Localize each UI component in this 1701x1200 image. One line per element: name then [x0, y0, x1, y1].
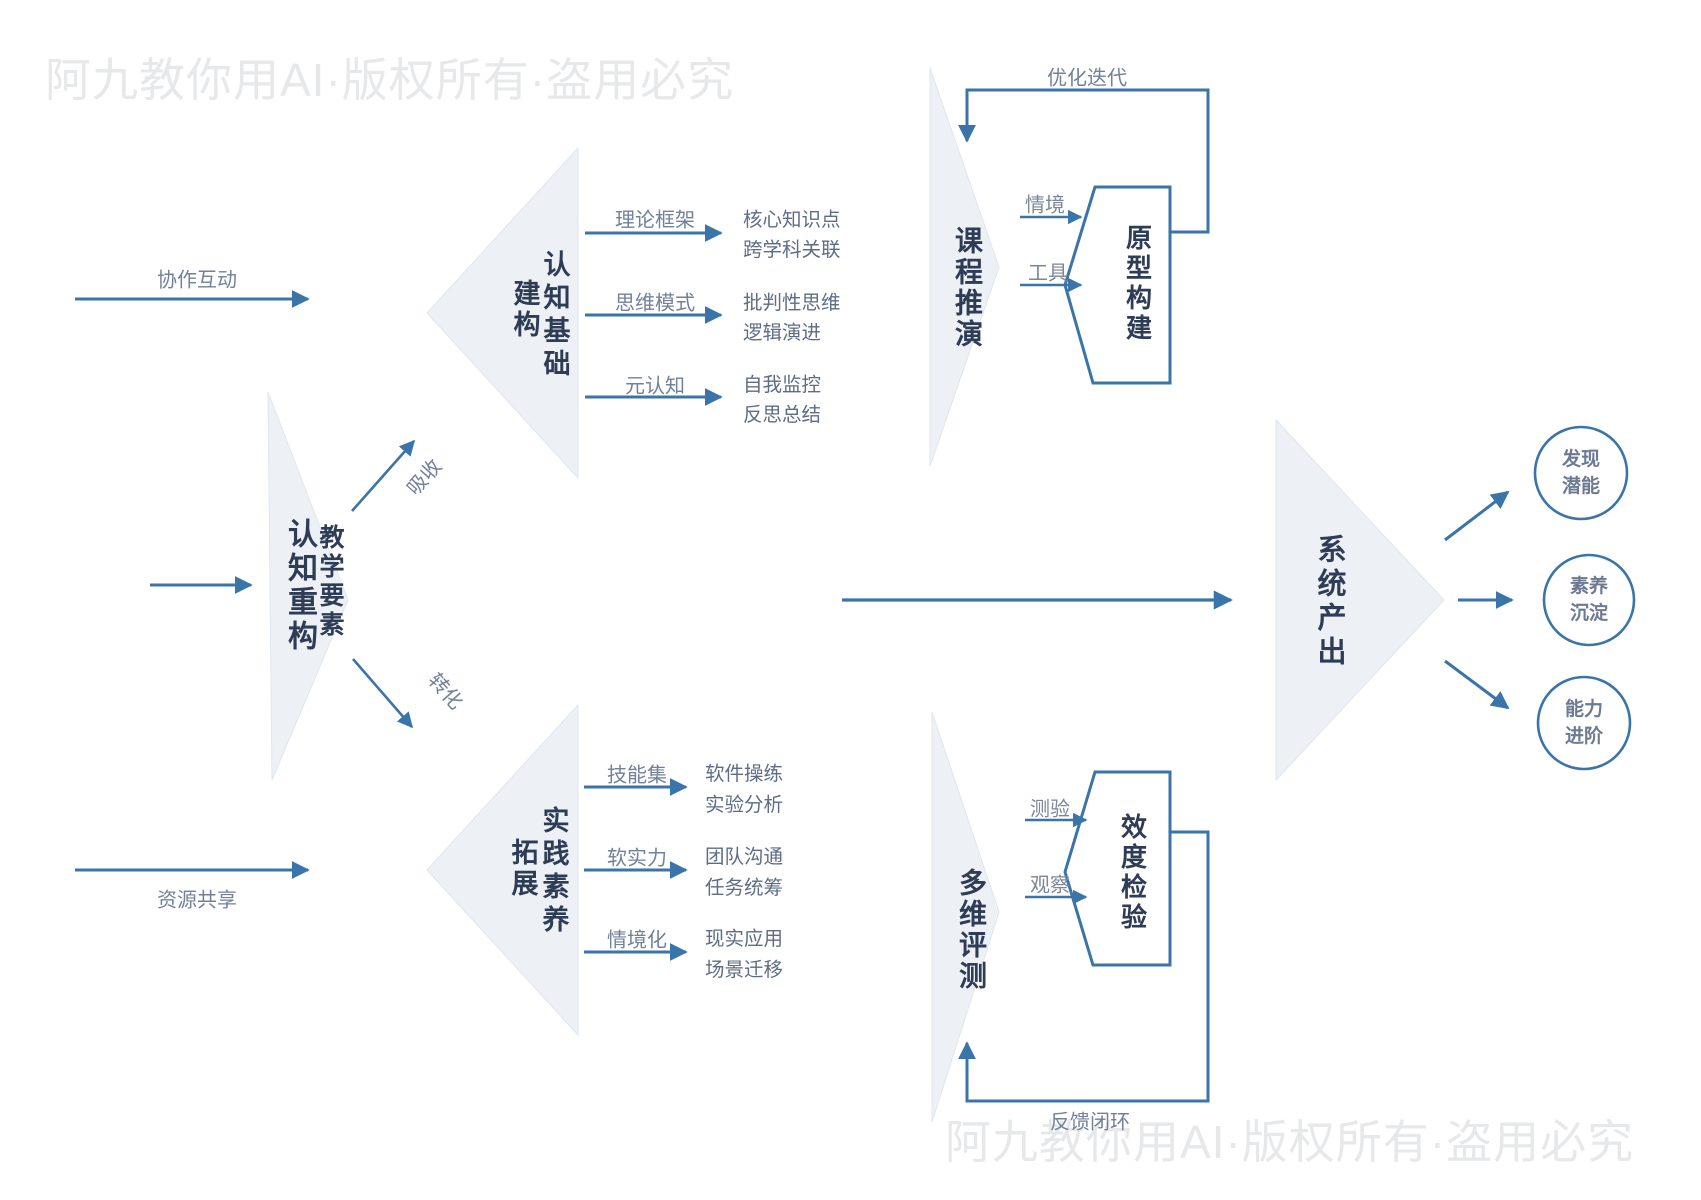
- optimize-loop: [958, 88, 1210, 234]
- output-circle-3-line: 进阶: [1564, 726, 1604, 747]
- output-circle-1-label: 发现 潜能: [1562, 446, 1600, 500]
- feedback-loop: [958, 830, 1210, 1103]
- evaluation-triangle: [931, 711, 1000, 1123]
- practice-title-main: 实践素养: [538, 806, 569, 938]
- transform-arrow: [352, 658, 414, 729]
- validity-node-label: 效度检验: [1117, 813, 1148, 933]
- context-label: 情境化: [607, 929, 667, 952]
- output-circle-1: [1533, 425, 1629, 521]
- skillset-result-line: 软件操练: [705, 763, 784, 785]
- thinking-label: 思维模式: [615, 292, 695, 315]
- test-label: 测验: [1030, 798, 1070, 821]
- observe-label: 观察: [1030, 874, 1070, 897]
- context-result: 现实应用 场景迁移: [705, 924, 783, 986]
- softskill-result: 团队沟通 任务统筹: [705, 842, 783, 904]
- output-circle-3-line: 能力: [1564, 699, 1604, 720]
- output-circle-2-line: 沉淀: [1569, 603, 1609, 624]
- tool-label: 工具: [1028, 262, 1068, 285]
- resource-label: 资源共享: [157, 889, 237, 912]
- validity-node-shape: [1063, 770, 1172, 967]
- prototype-node-shape: [1063, 185, 1172, 385]
- output-circle-1-line: 发现: [1561, 449, 1601, 470]
- output-arrow-1: [1444, 490, 1510, 542]
- hub-subtitle: 教学要素: [316, 524, 344, 640]
- practice-triangle: [426, 703, 579, 1037]
- metacognition-result-line: 自我监控: [743, 374, 822, 396]
- skillset-result: 软件操练 实验分析: [705, 759, 783, 821]
- evaluation-title: 多维评测: [956, 868, 987, 992]
- hub-triangle: [267, 391, 349, 781]
- softskill-result-line: 任务统筹: [705, 877, 784, 899]
- output-triangle: [1275, 418, 1445, 782]
- absorb-arrow: [351, 439, 416, 512]
- thinking-result: 批判性思维 逻辑演进: [743, 288, 841, 348]
- metacognition-result-line: 反思总结: [743, 404, 822, 426]
- output-circle-2: [1542, 553, 1636, 647]
- output-title: 系统产出: [1313, 534, 1345, 670]
- output-circle-1-line: 潜能: [1561, 476, 1601, 497]
- output-circle-3: [1536, 675, 1632, 771]
- hub-title: 认知重构: [283, 518, 316, 654]
- theory-result: 核心知识点 跨学科关联: [743, 205, 841, 265]
- optimize-loop-label: 优化迭代: [1047, 67, 1127, 90]
- output-circle-2-line: 素养: [1569, 576, 1609, 597]
- softskill-label: 软实力: [607, 847, 667, 870]
- thinking-result-line: 逻辑演进: [743, 322, 822, 344]
- collab-label: 协作互动: [157, 269, 237, 292]
- theory-label: 理论框架: [615, 209, 695, 232]
- output-arrow-3: [1444, 659, 1510, 710]
- scene-label: 情境: [1025, 194, 1065, 217]
- metacognition-label: 元认知: [625, 375, 685, 398]
- watermark-top: 阿九教你用AI·版权所有·盗用必究: [45, 54, 735, 106]
- cognition-triangle: [426, 146, 579, 480]
- output-circle-2-label: 素养 沉淀: [1570, 573, 1608, 627]
- skillset-result-line: 实验分析: [705, 794, 784, 816]
- prototype-node-label: 原型构建: [1122, 224, 1153, 344]
- practice-title-side: 拓展: [507, 838, 538, 900]
- course-title: 课程推演: [952, 226, 983, 350]
- softskill-result-line: 团队沟通: [705, 846, 784, 868]
- metacognition-result: 自我监控 反思总结: [743, 370, 821, 430]
- cognition-title-main: 认知基础: [539, 250, 570, 382]
- theory-result-line: 跨学科关联: [743, 239, 841, 261]
- feedback-loop-label: 反馈闭环: [1050, 1111, 1130, 1134]
- skillset-label: 技能集: [607, 764, 667, 787]
- context-result-line: 现实应用: [705, 928, 784, 950]
- watermark-bottom: 阿九教你用AI·版权所有·盗用必究: [945, 1116, 1635, 1168]
- theory-result-line: 核心知识点: [743, 209, 841, 231]
- context-result-line: 场景迁移: [705, 959, 784, 981]
- cognition-title-side: 建构: [509, 279, 540, 341]
- output-circle-3-label: 能力 进阶: [1565, 696, 1603, 750]
- course-triangle: [929, 67, 1000, 467]
- thinking-result-line: 批判性思维: [743, 292, 841, 314]
